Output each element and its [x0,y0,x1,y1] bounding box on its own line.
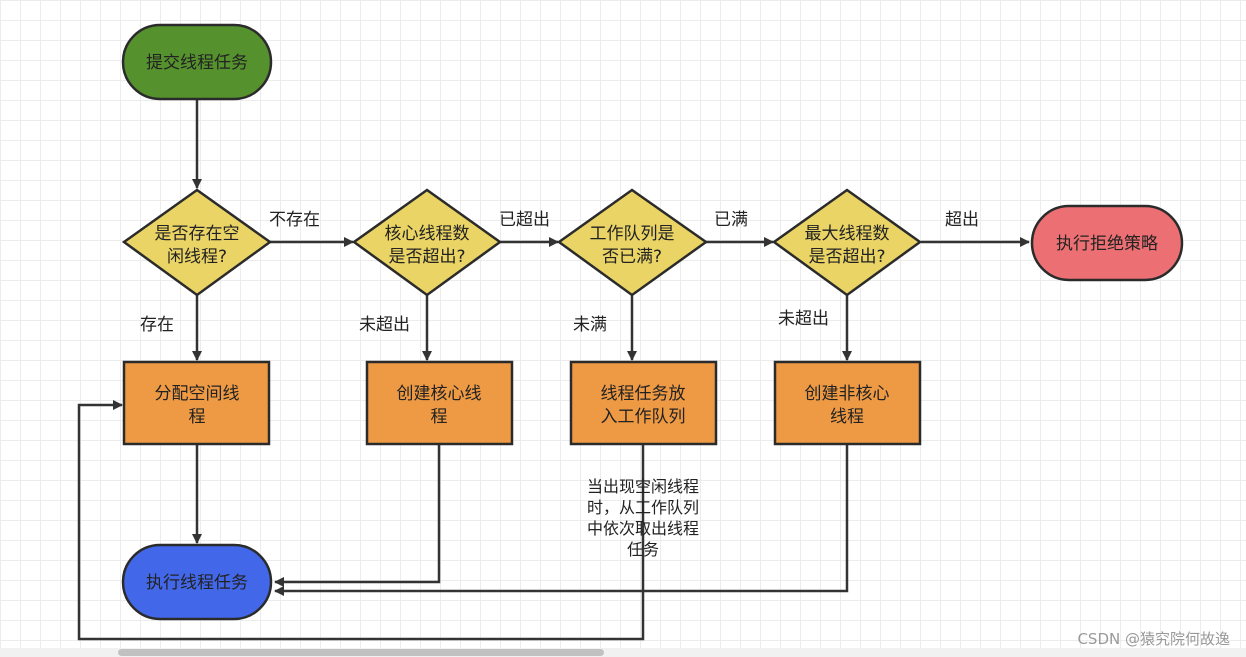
core-thread-decision: 核心线程数 是否超出? [351,188,503,297]
idle-thread-decision: 是否存在空 闲线程? [121,188,273,297]
svg-text:创建核心线: 创建核心线 [397,384,482,404]
label-not-exceeded-1: 未超出 [359,315,410,335]
assign-idle-process: 分配空间线 程 [122,360,271,446]
label-exceeded-2: 超出 [945,210,979,230]
svg-text:创建非核心: 创建非核心 [805,384,890,404]
svg-text:分配空间线: 分配空间线 [155,384,240,404]
svg-text:提交线程任务: 提交线程任务 [146,53,248,73]
svg-text:工作队列是: 工作队列是 [590,224,675,244]
create-noncore-process: 创建非核心 线程 [773,360,922,446]
edge-create-noncore-to-execute [274,444,849,596]
queue-note-line-3: 中依次取出线程 [586,519,699,538]
edge-create-core-to-execute [274,444,441,587]
reject-node: 执行拒绝策略 [1030,204,1184,282]
svg-text:核心线程数: 核心线程数 [385,224,470,244]
horizontal-scrollbar-thumb[interactable] [118,649,604,656]
svg-text:入工作队列: 入工作队列 [601,407,686,427]
queue-full-decision: 工作队列是 否已满? [556,188,709,297]
svg-text:最大线程数: 最大线程数 [805,224,890,244]
svg-text:是否超出?: 是否超出? [808,247,885,267]
label-not-full: 未满 [573,315,607,335]
queue-note-line-4: 任务 [626,540,659,559]
svg-text:执行线程任务: 执行线程任务 [146,573,248,593]
max-thread-decision: 最大线程数 是否超出? [771,188,923,297]
create-core-process: 创建核心线 程 [365,360,514,446]
svg-text:程: 程 [189,407,206,427]
label-exceeded-1: 已超出 [499,210,550,230]
svg-text:是否存在空: 是否存在空 [155,224,240,244]
svg-text:线程任务放: 线程任务放 [601,384,686,404]
queue-note-line-2: 时，从工作队列 [586,498,699,517]
svg-text:是否超出?: 是否超出? [388,247,465,267]
execute-node: 执行线程任务 [121,543,273,621]
label-full: 已满 [714,210,748,230]
svg-text:否已满?: 否已满? [602,247,662,267]
start-node: 提交线程任务 [121,23,273,101]
label-not-exceeded-2: 未超出 [778,309,829,329]
horizontal-scrollbar[interactable] [0,648,1246,657]
queue-note-line-1: 当出现空闲线程 [586,477,699,496]
svg-text:程: 程 [431,407,448,427]
enqueue-process: 线程任务放 入工作队列 [569,360,718,446]
edge-enqueue-to-assign-loop [77,400,645,641]
svg-text:执行拒绝策略: 执行拒绝策略 [1056,234,1158,254]
svg-text:线程: 线程 [830,407,864,427]
svg-text:闲线程?: 闲线程? [167,247,227,267]
label-not-exist: 不存在 [269,210,320,230]
queue-note: 当出现空闲线程 时，从工作队列 中依次取出线程 任务 [558,476,728,560]
label-exist: 存在 [140,315,174,335]
watermark: CSDN @猿究院何故逸 [1077,630,1230,648]
